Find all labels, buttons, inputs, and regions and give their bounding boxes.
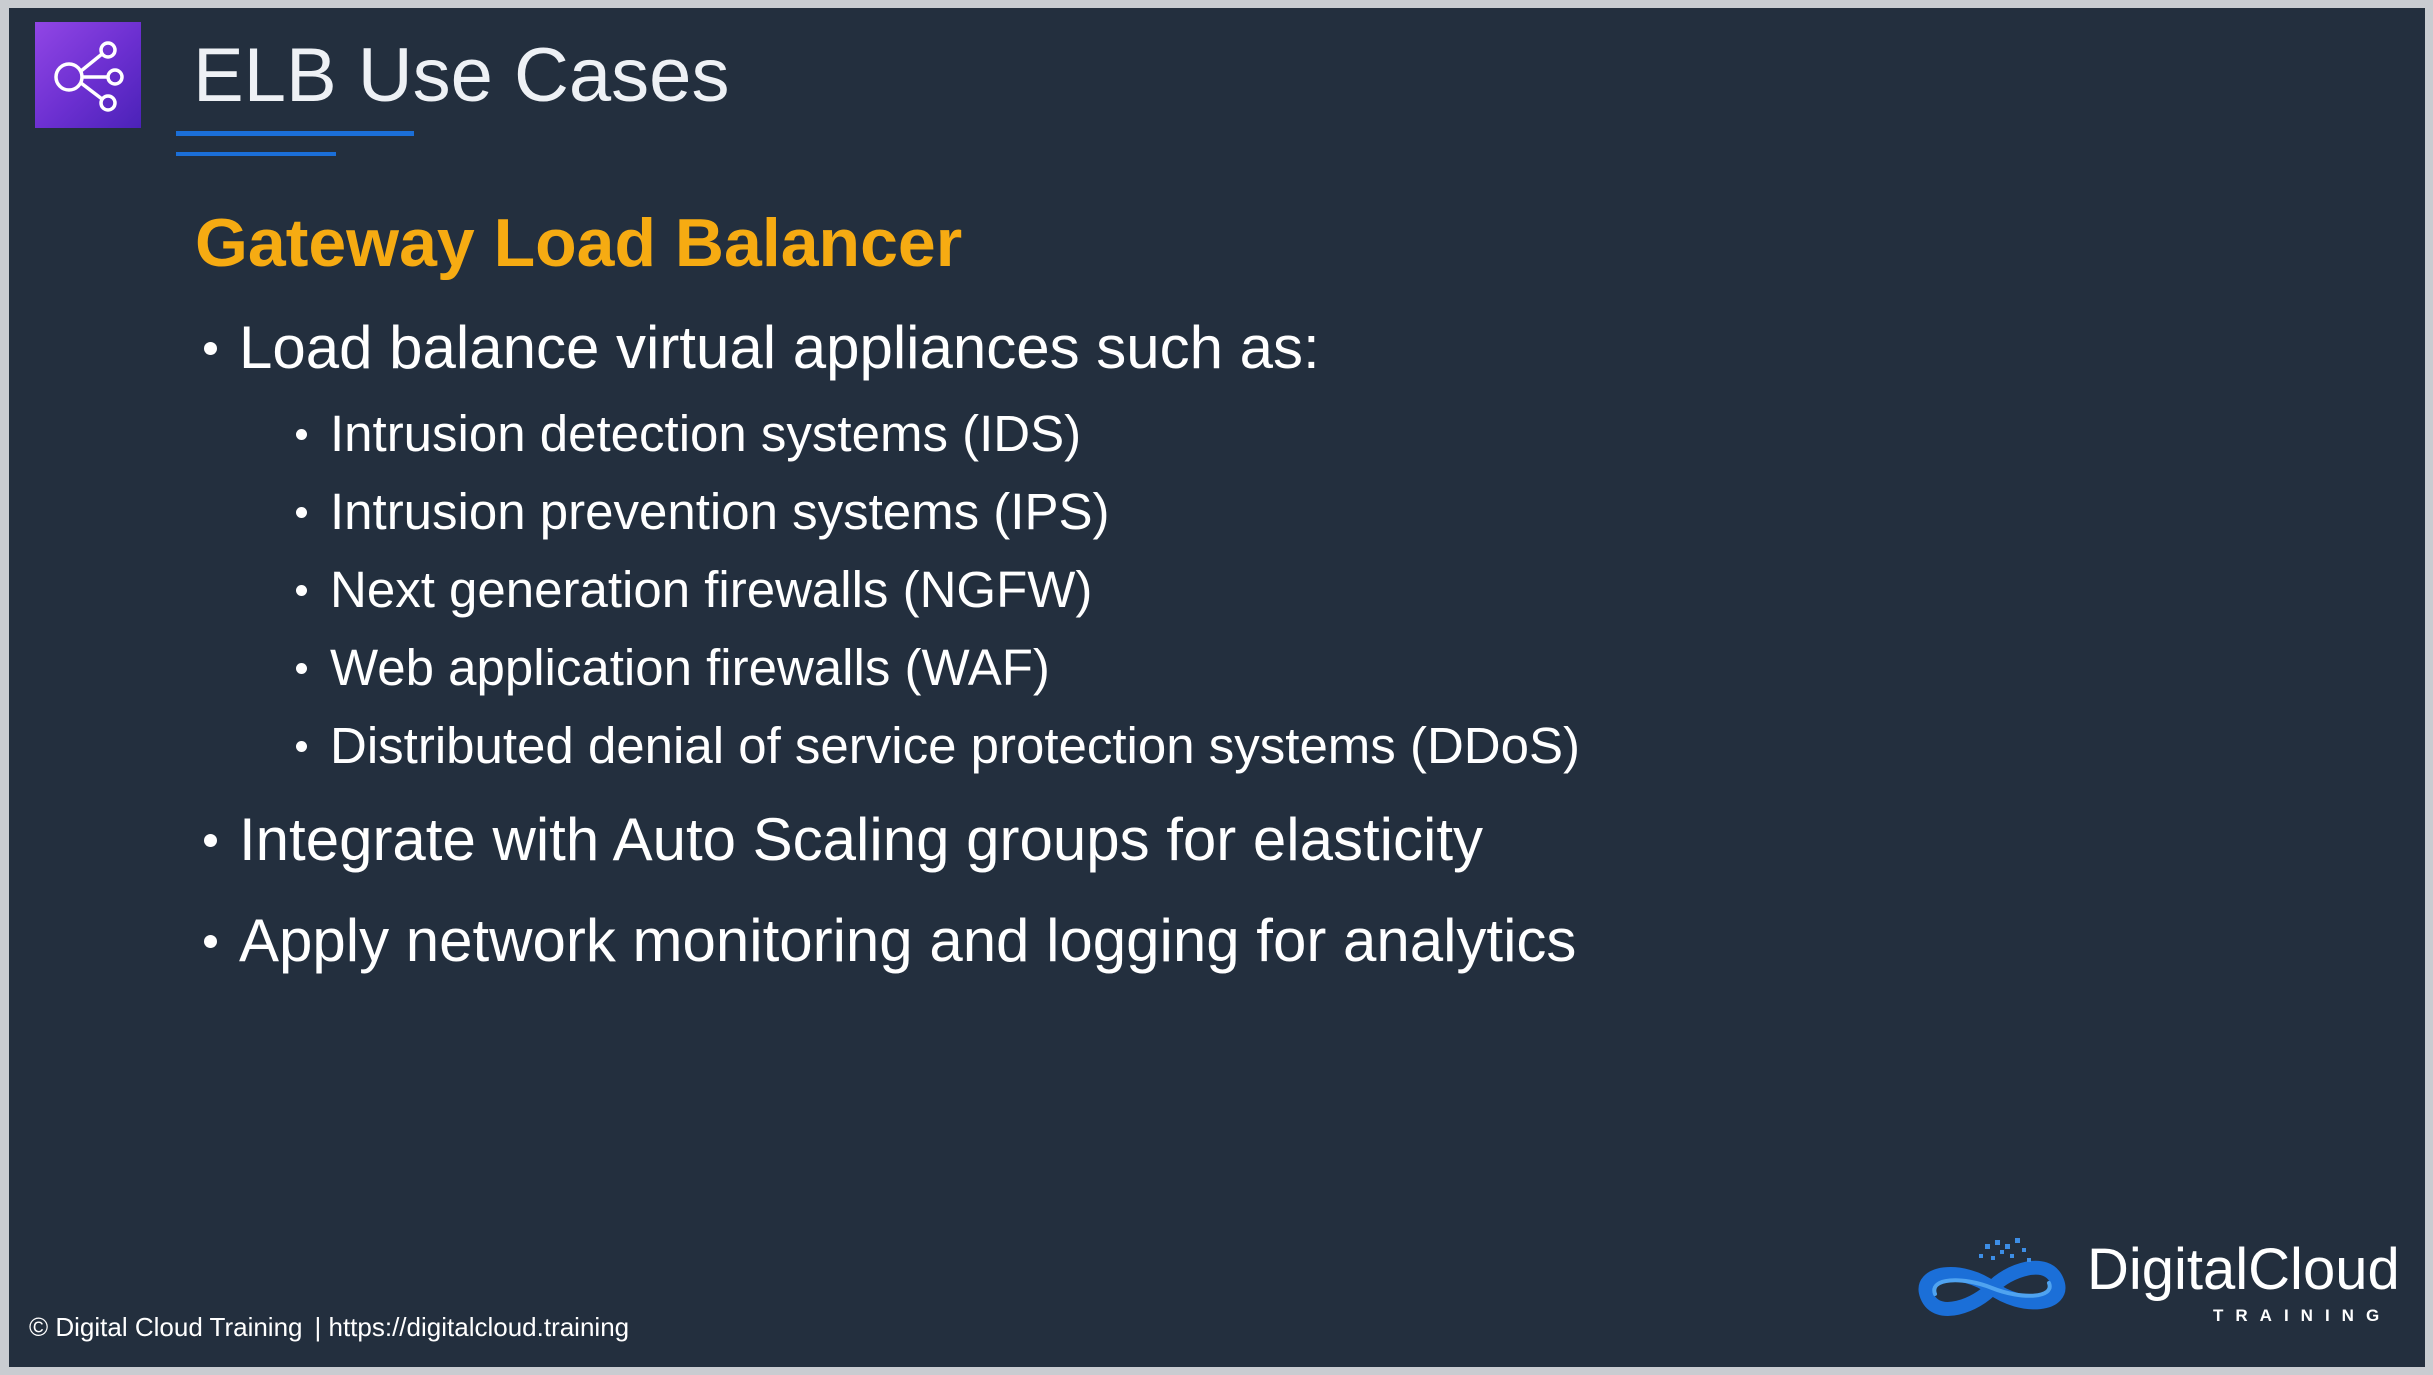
bullet-item: Load balance virtual appliances such as:	[204, 308, 1320, 388]
bullet-text: Load balance virtual appliances such as:	[239, 314, 1320, 381]
bullet-dot	[296, 507, 307, 518]
title-underline	[176, 131, 414, 136]
page-title: ELB Use Cases	[193, 33, 730, 118]
sub-bullet-text: Distributed denial of service protection…	[330, 717, 1580, 774]
title-underline-short	[176, 152, 336, 156]
bullet-dot	[204, 935, 217, 948]
sub-bullet-item: Intrusion detection systems (IDS)	[296, 400, 1082, 468]
footer-url: | https://digitalcloud.training	[314, 1312, 630, 1342]
sub-bullet-text: Intrusion prevention systems (IPS)	[330, 483, 1110, 540]
sub-bullet-text: Next generation firewalls (NGFW)	[330, 561, 1093, 618]
infinity-cloud-icon	[1918, 1238, 2066, 1316]
sub-bullet-item: Web application firewalls (WAF)	[296, 634, 1050, 702]
bullet-dot	[204, 834, 217, 847]
slide: ELB Use Cases Gateway Load Balancer Load…	[9, 8, 2425, 1367]
sub-bullet-text: Intrusion detection systems (IDS)	[330, 405, 1082, 462]
bullet-text: Integrate with Auto Scaling groups for e…	[239, 806, 1484, 873]
section-subtitle: Gateway Load Balancer	[195, 205, 963, 281]
bullet-dot	[296, 585, 307, 596]
sub-bullet-item: Distributed denial of service protection…	[296, 712, 1580, 780]
bullet-dot	[296, 429, 307, 440]
bullet-text: Apply network monitoring and logging for…	[239, 907, 1577, 974]
company-logo: DigitalCloud TRAINING	[1907, 1226, 2417, 1336]
logo-name: DigitalCloud	[2087, 1237, 2400, 1302]
bullet-item: Integrate with Auto Scaling groups for e…	[204, 800, 1484, 880]
footer: © Digital Cloud Training | https://digita…	[29, 1310, 629, 1344]
bullet-dot	[296, 741, 307, 752]
sub-bullet-item: Intrusion prevention systems (IPS)	[296, 478, 1110, 546]
bullet-dot	[296, 663, 307, 674]
sub-bullet-item: Next generation firewalls (NGFW)	[296, 556, 1093, 624]
copyright-text: © Digital Cloud Training	[29, 1312, 303, 1342]
logo-subtitle: TRAINING	[2213, 1306, 2392, 1325]
sub-bullet-text: Web application firewalls (WAF)	[330, 639, 1050, 696]
bullet-item: Apply network monitoring and logging for…	[204, 901, 1577, 981]
elb-network-icon	[35, 22, 141, 128]
bullet-dot	[204, 342, 217, 355]
